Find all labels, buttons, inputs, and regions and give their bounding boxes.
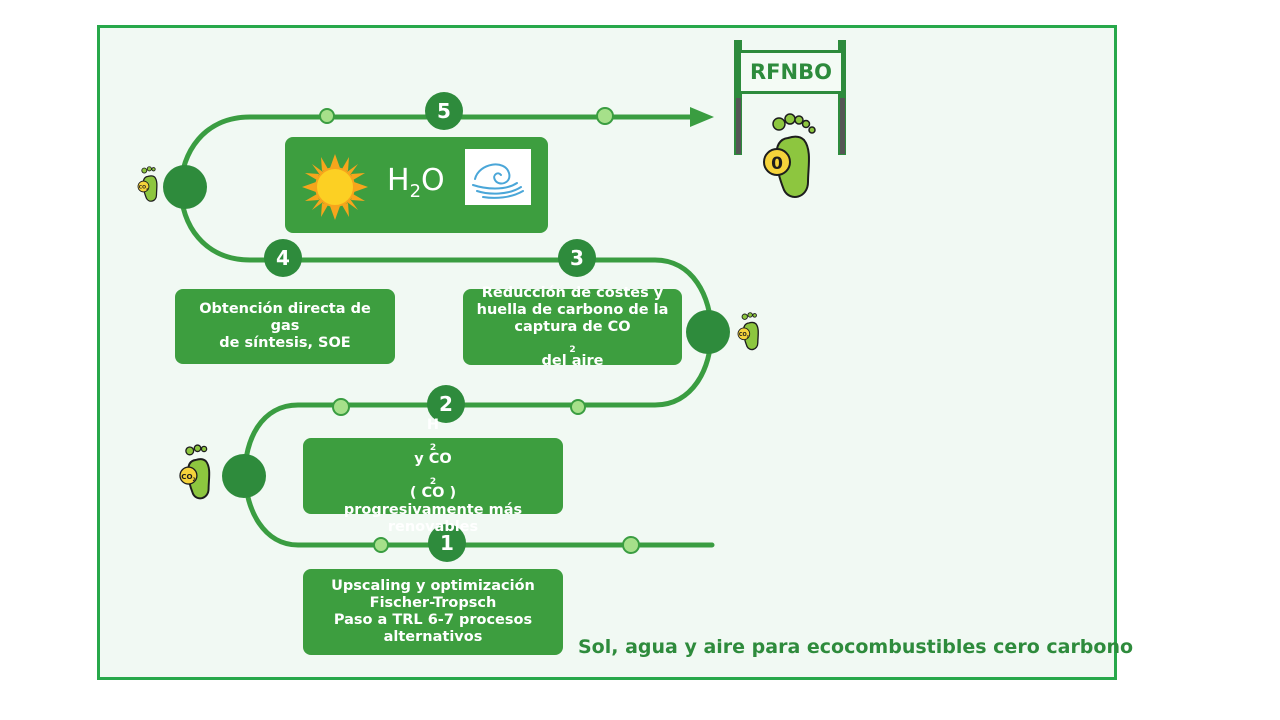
- step-number-4: 4: [276, 246, 290, 270]
- step-marker-2: [427, 385, 465, 423]
- step-3-box: Reducción de costes y huella de carbono …: [463, 285, 682, 369]
- footprint-zero-icon: 0: [763, 113, 816, 198]
- step-number-1: 1: [440, 531, 454, 555]
- road-dot: [622, 536, 640, 554]
- resources-box: H2O: [285, 137, 548, 233]
- turn-node-left-top: [163, 165, 207, 209]
- sun-icon: [302, 154, 368, 220]
- step-marker-4: [264, 239, 302, 277]
- co2-footprint-icon-right: CO2: [737, 312, 759, 351]
- road-dots: [319, 107, 640, 554]
- step-1-box: Upscaling y optimización Fischer-Tropsch…: [303, 569, 563, 655]
- road-dot: [373, 537, 389, 553]
- step-number-3: 3: [570, 246, 584, 270]
- wind-panel: [465, 149, 531, 205]
- tagline: Sol, agua y aire para ecocombustibles ce…: [578, 636, 1134, 658]
- road-dot: [596, 107, 614, 125]
- co2-footprint-icon-bottom: CO2: [179, 444, 211, 500]
- step-number-5: 5: [437, 99, 451, 123]
- svg-text:CO2: CO2: [739, 332, 749, 338]
- step-marker-5: [425, 92, 463, 130]
- step-marker-1: [428, 524, 466, 562]
- footprint-zero-value: 0: [771, 154, 783, 174]
- svg-text:CO2: CO2: [181, 472, 195, 483]
- road-dot: [570, 399, 586, 415]
- water-formula: H2O: [387, 163, 445, 202]
- step-number-2: 2: [439, 392, 453, 416]
- road-dot: [332, 398, 350, 416]
- turn-node-left-bottom: [222, 454, 266, 498]
- svg-text:CO2: CO2: [139, 185, 148, 191]
- rfnbo-goal-sign: RFNBO: [738, 50, 844, 94]
- step-marker-3: [558, 239, 596, 277]
- turn-node-right: [686, 310, 730, 354]
- co2-footprint-icon-top: CO2: [137, 166, 158, 202]
- finish-gate: [734, 40, 846, 155]
- road-arrowhead: [690, 107, 714, 127]
- road-dot: [319, 108, 335, 124]
- wind-icon: [472, 163, 524, 199]
- step-4-box: Obtención directa de gas de síntesis, SO…: [175, 289, 395, 364]
